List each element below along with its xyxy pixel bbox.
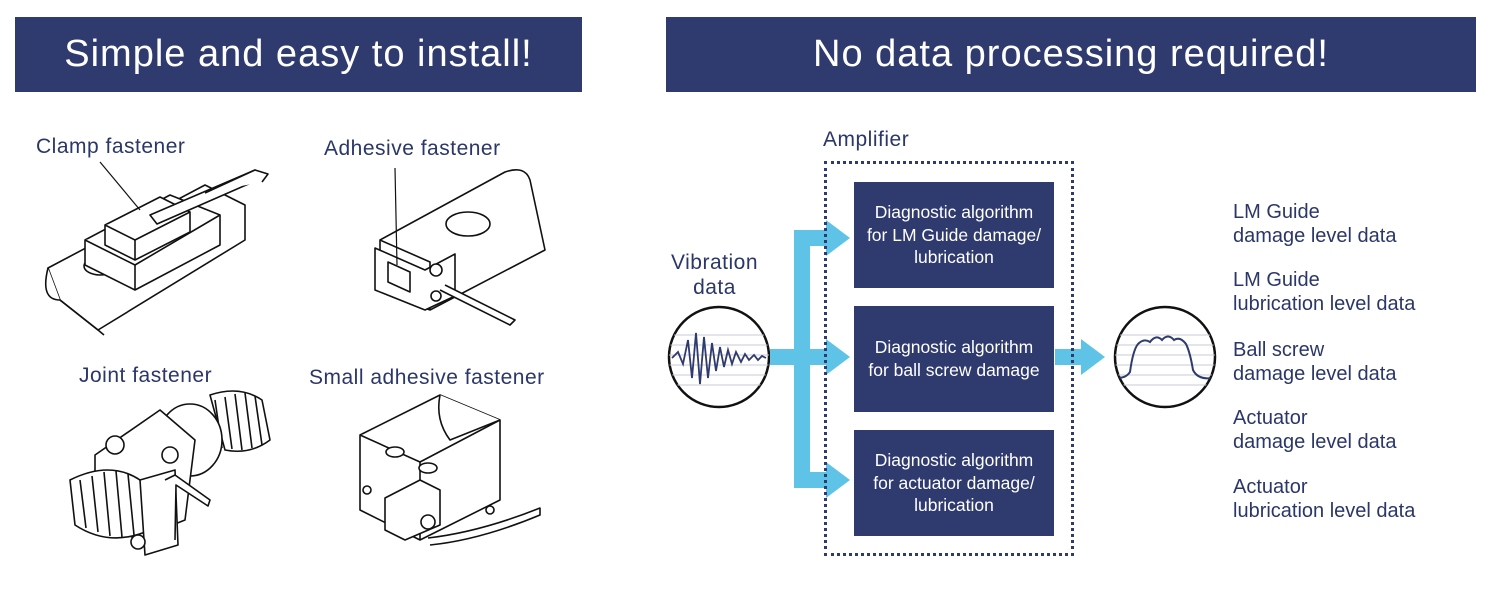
joint-fastener-label: Joint fastener	[79, 364, 213, 387]
adhesive-fastener-illustration	[374, 167, 546, 326]
clamp-fastener-label: Clamp fastener	[36, 135, 186, 158]
algo-2-line-2: for ball screw damage	[868, 360, 1040, 380]
vibration-waveform-icon	[667, 305, 771, 409]
processing-banner: No data processing required!	[666, 17, 1476, 92]
small-adhesive-fastener-illustration	[359, 394, 541, 546]
output-item: Ball screw damage level data	[1233, 338, 1396, 387]
install-banner-title: Simple and easy to install!	[64, 33, 533, 75]
algo-3-line-1: Diagnostic algorithm	[874, 449, 1034, 470]
output-item: LM Guide lubrication level data	[1233, 268, 1415, 317]
small-adhesive-fastener-label: Small adhesive fastener	[309, 366, 545, 389]
output-waveform-icon	[1113, 305, 1217, 409]
output-4-line-2: damage level data	[1233, 431, 1397, 454]
install-banner: Simple and easy to install!	[15, 17, 582, 92]
output-item: LM Guide damage level data	[1233, 200, 1396, 249]
output-2-line-1: LM Guide	[1233, 269, 1320, 291]
output-1-line-1: LM Guide	[1233, 201, 1320, 223]
flow-arrows	[770, 220, 1105, 498]
output-2-line-2: lubrication level data	[1233, 293, 1416, 316]
ball-screw-algorithm-box: Diagnostic algorithm for ball screw dama…	[854, 306, 1054, 412]
output-5-line-1: Actuator	[1233, 476, 1308, 498]
algo-3-line-3: lubrication	[914, 495, 994, 516]
algo-1-line-2: for LM Guide damage/	[866, 224, 1042, 245]
output-4-line-1: Actuator	[1233, 407, 1308, 429]
output-1-line-2: damage level data	[1233, 225, 1397, 248]
output-3-line-1: Ball screw	[1233, 339, 1325, 361]
actuator-algorithm-box: Diagnostic algorithm for actuator damage…	[854, 430, 1054, 536]
amplifier-box	[824, 161, 1074, 556]
lm-guide-algorithm-box: Diagnostic algorithm for LM Guide damage…	[854, 182, 1054, 288]
output-5-line-2: lubrication level data	[1233, 500, 1416, 523]
output-item: Actuator lubrication level data	[1233, 475, 1415, 524]
output-3-line-2: damage level data	[1233, 363, 1397, 386]
vibration-label-line-1: Vibration	[671, 251, 759, 274]
vibration-label-line-2: data	[693, 276, 736, 300]
algo-3-line-2: for actuator damage/	[873, 472, 1035, 493]
adhesive-fastener-label: Adhesive fastener	[324, 137, 501, 160]
clamp-fastener-illustration	[44, 161, 269, 336]
amplifier-label: Amplifier	[823, 128, 910, 151]
joint-fastener-illustration	[69, 390, 271, 556]
processing-banner-title: No data processing required!	[813, 33, 1329, 75]
vibration-data-label: Vibration data	[671, 250, 758, 300]
algo-2-line-1: Diagnostic algorithm	[874, 337, 1034, 358]
output-item: Actuator damage level data	[1233, 406, 1396, 455]
algo-1-line-1: Diagnostic algorithm	[874, 201, 1034, 222]
algo-1-line-3: lubrication	[914, 247, 994, 268]
